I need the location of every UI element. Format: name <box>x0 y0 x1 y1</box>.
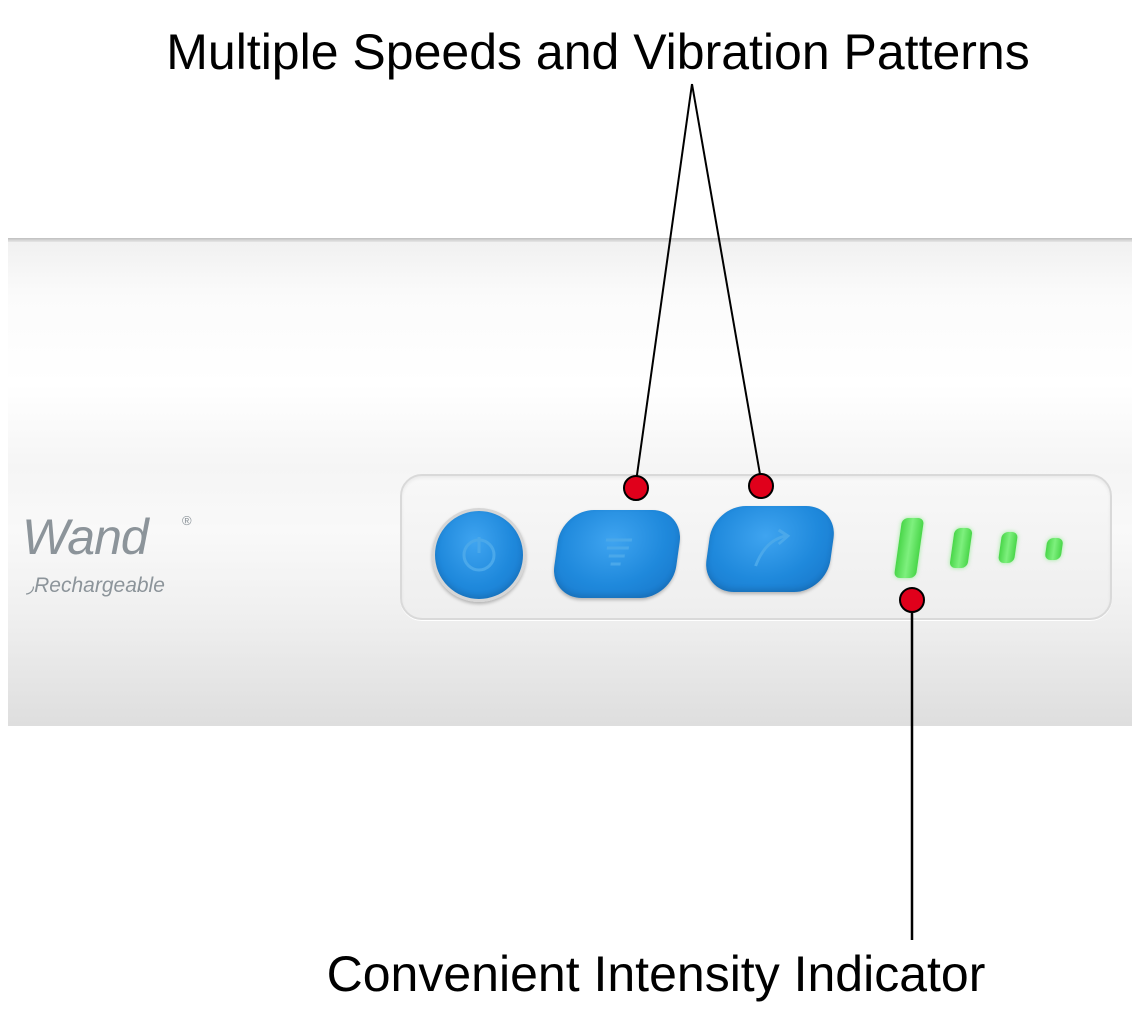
speed-leader-line <box>635 83 693 483</box>
speed-button[interactable] <box>549 510 685 598</box>
speed-bars-icon <box>605 538 633 566</box>
device-top-edge <box>8 238 1132 242</box>
brand-name: Wand <box>22 509 149 565</box>
brand-logo: Wand ® ◞Rechargeable <box>22 509 192 597</box>
pattern-leader-line <box>691 83 762 481</box>
power-icon <box>462 537 496 572</box>
brand-tagline-text: Rechargeable <box>34 574 165 597</box>
pattern-button[interactable] <box>701 506 839 592</box>
registered-mark: ® <box>182 513 192 528</box>
indicator-callout-dot <box>899 587 925 613</box>
pattern-callout-dot <box>748 473 774 499</box>
pattern-arrow-icon <box>754 528 791 567</box>
bottom-callout-label: Convenient Intensity Indicator <box>326 946 986 1002</box>
brand-tagline: ◞Rechargeable <box>26 574 165 597</box>
speed-callout-dot <box>623 475 649 501</box>
top-callout-label: Multiple Speeds and Vibration Patterns <box>166 24 1030 80</box>
power-button[interactable] <box>432 508 526 602</box>
